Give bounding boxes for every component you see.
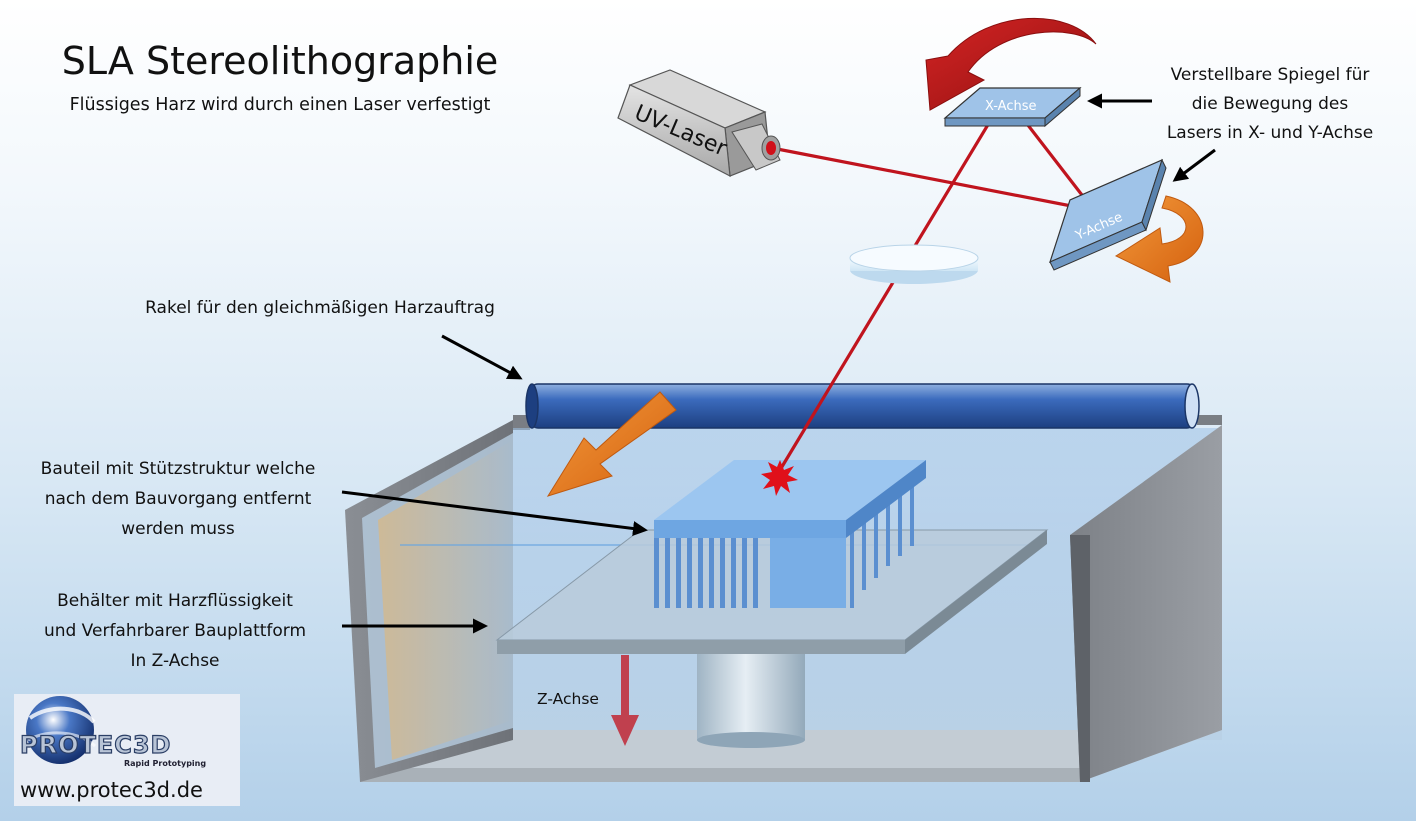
leader-arrows	[341, 93, 1216, 634]
resin-vat	[345, 415, 1222, 782]
vat-back-rim-right	[1197, 415, 1222, 425]
leader-mirrors-y	[1172, 148, 1216, 182]
annotation-behaelter-line-1: Behälter mit Harzflüssigkeit	[57, 591, 293, 611]
logo-brand-text: PROTEC3D	[20, 731, 171, 759]
part-lower-body	[770, 538, 846, 608]
z-axis-arrow	[611, 655, 639, 746]
x-axis-mirror-label: X-Achse	[985, 99, 1037, 114]
platform-side-edge	[905, 530, 1047, 654]
beam-y-to-x-mirror	[1022, 119, 1094, 209]
annotation-behaelter-line-2: und Verfahrbarer Bauplattform	[44, 621, 306, 641]
printed-part	[654, 460, 926, 608]
annotation-bauteil-line-2: nach dem Bauvorgang entfernt	[45, 489, 312, 509]
annotation-behaelter-line-3: In Z-Achse	[130, 651, 219, 671]
annotation-mirrors-line-1: Verstellbare Spiegel für	[1171, 65, 1370, 85]
protec3d-logo: PROTEC3D Rapid Prototyping www.protec3d.…	[14, 694, 240, 806]
roller-direction-arrow	[546, 391, 677, 497]
annotation-bauteil-line-3: werden muss	[121, 519, 235, 539]
vat-floor-front	[360, 768, 1080, 782]
beam-x-mirror-down	[778, 117, 994, 471]
y-mirror-rotation-arrow	[1114, 195, 1204, 283]
annotation-rakel: Rakel für den gleichmäßigen Harzauftrag	[145, 298, 495, 318]
uv-laser-side	[617, 84, 731, 178]
focus-lens	[849, 244, 979, 284]
beam-laser-to-y-mirror	[771, 146, 1093, 212]
x-mirror-rotation-arrow	[925, 17, 1097, 111]
vat-back-rim	[513, 415, 530, 430]
annotation-bauteil-line-1: Bauteil mit Stützstruktur welche	[41, 459, 316, 479]
annotation-mirrors-line-2: die Bewegung des	[1192, 94, 1349, 114]
z-axis-label: Z-Achse	[537, 690, 599, 708]
part-side-face	[846, 460, 926, 538]
page-title: SLA Stereolithographie	[62, 39, 499, 83]
logo-tagline: Rapid Prototyping	[124, 759, 206, 768]
part-front-face	[654, 520, 846, 538]
annotation-bauteil: Bauteil mit Stützstruktur welche nach de…	[41, 459, 316, 539]
recoater-roller	[525, 383, 1200, 429]
support-structure	[654, 478, 914, 608]
platform-cylinder	[697, 648, 805, 740]
part-top-face	[654, 460, 926, 520]
vat-left-glow	[378, 440, 513, 760]
x-axis-mirror: X-Achse	[943, 86, 1082, 128]
annotation-mirrors: Verstellbare Spiegel für die Bewegung de…	[1167, 65, 1373, 143]
annotation-behaelter: Behälter mit Harzflüssigkeit und Verfahr…	[44, 591, 306, 671]
y-axis-mirror: Y-Achse	[1049, 158, 1167, 271]
laser-beams	[771, 117, 1094, 471]
vat-right-wall	[1070, 425, 1222, 782]
leader-rakel	[441, 334, 523, 380]
annotation-mirrors-line-3: Lasers in X- und Y-Achse	[1167, 123, 1373, 143]
logo-website: www.protec3d.de	[20, 778, 203, 802]
laser-impact-star	[761, 460, 798, 496]
uv-laser-device: UV-Laser	[617, 69, 781, 178]
platform-cylinder-base	[697, 732, 805, 748]
leader-bauteil	[341, 490, 648, 536]
platform-front-edge	[497, 640, 905, 654]
uv-laser-emitter	[766, 141, 776, 155]
page-subtitle: Flüssiges Harz wird durch einen Laser ve…	[70, 95, 491, 115]
vat-right-wall-edge	[1070, 535, 1090, 782]
